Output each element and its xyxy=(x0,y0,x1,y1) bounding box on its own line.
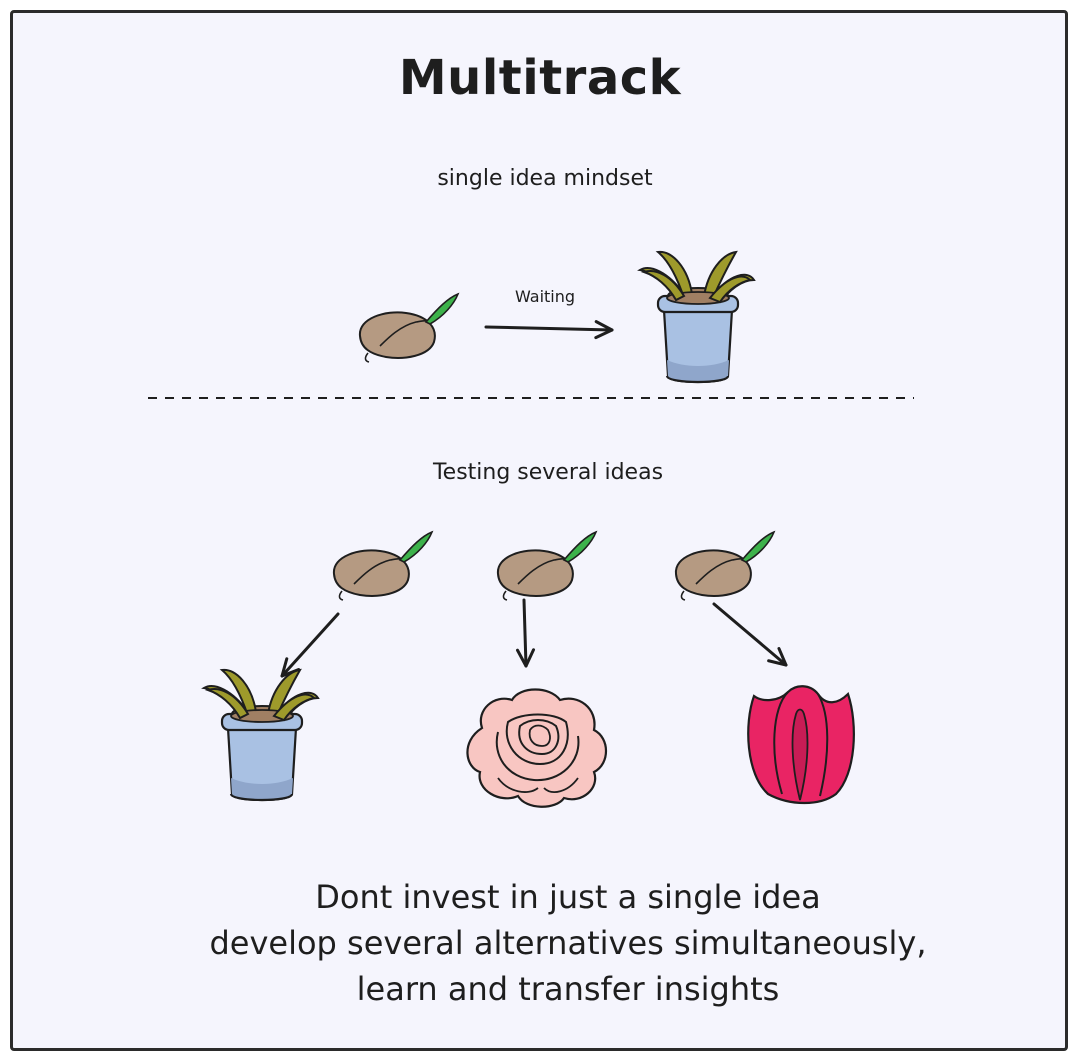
several-ideas-heading: Testing several ideas xyxy=(432,460,664,485)
arrow-to-tulip xyxy=(712,602,788,667)
waiting-label: Waiting xyxy=(514,287,576,306)
takeaway-message: Dont invest in just a single idea develo… xyxy=(0,874,1080,1012)
message-line-1: Dont invest in just a single idea xyxy=(315,878,821,916)
canvas-frame xyxy=(10,10,1068,1051)
message-line-3: learn and transfer insights xyxy=(356,970,780,1008)
arrow-to-potted-plant xyxy=(280,612,340,678)
tulip-icon xyxy=(747,685,855,804)
seed-icon xyxy=(496,531,597,601)
potted-plant-icon xyxy=(202,668,320,802)
seed-icon xyxy=(358,293,459,363)
seed-icon xyxy=(332,531,433,601)
arrow-to-rose xyxy=(516,598,536,668)
waiting-arrow xyxy=(484,320,614,340)
potted-plant-icon xyxy=(638,250,756,384)
message-line-2: develop several alternatives simultaneou… xyxy=(209,924,927,962)
single-idea-heading: single idea mindset xyxy=(437,166,653,191)
seed-icon xyxy=(674,531,775,601)
diagram-title: Multitrack xyxy=(398,50,682,106)
rose-icon xyxy=(466,688,608,808)
